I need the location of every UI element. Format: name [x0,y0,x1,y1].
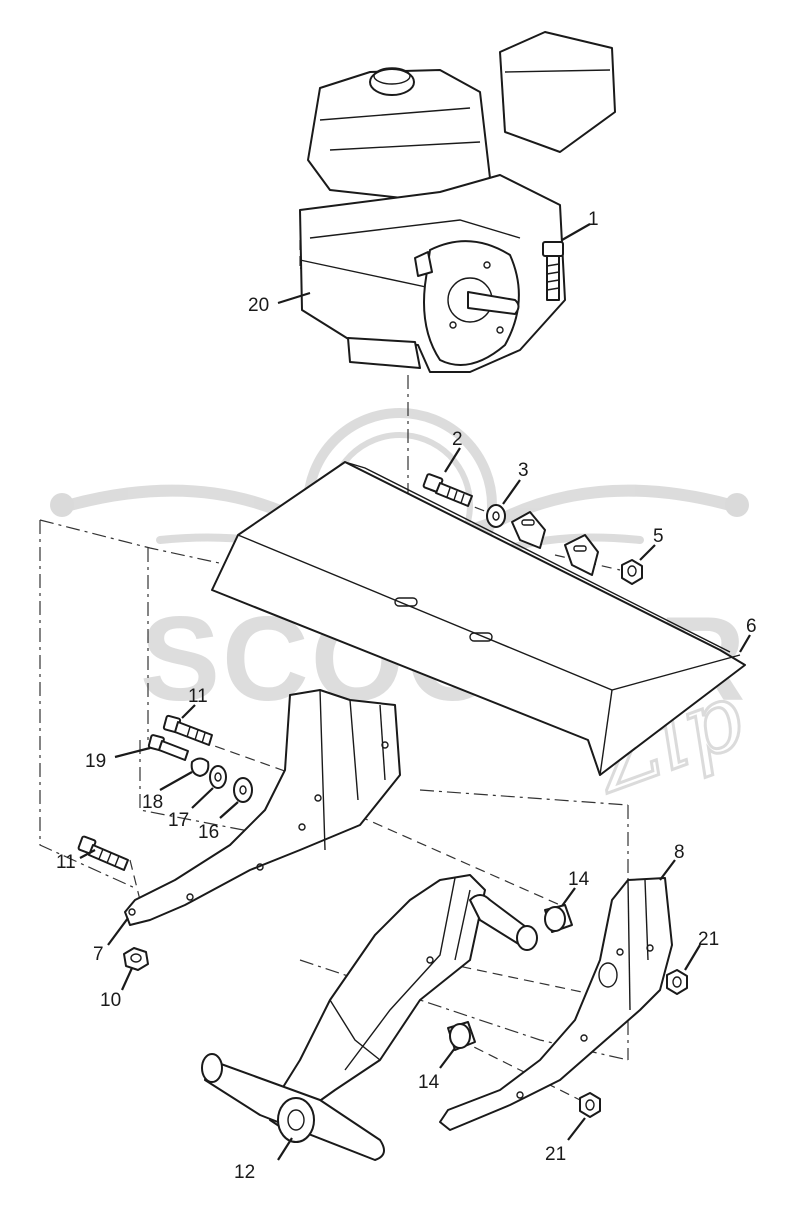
callout-20: 20 [248,295,269,316]
tine-shield [211,461,746,776]
callout-1: 1 [588,209,599,230]
left-support-arm [124,689,401,926]
callout-16: 16 [198,822,219,843]
bolt-2 [422,473,473,507]
leader-lines [79,223,751,1161]
callout-10: 10 [100,990,121,1011]
callout-21-upper: 21 [698,929,719,950]
callouts: 1 2 3 5 6 7 8 10 11 11 12 14 14 16 17 18… [56,209,757,1183]
washer-16 [233,777,253,803]
callout-6: 6 [746,616,757,637]
bolt-11-lower [77,835,129,871]
callout-21-lower: 21 [545,1144,566,1165]
callout-14-upper: 14 [568,869,590,890]
bolt-1 [542,241,564,301]
nut-21-lower [579,1092,601,1118]
bushing-14-upper [544,904,573,933]
callout-12: 12 [234,1162,255,1183]
callout-11-lower: 11 [56,852,76,873]
washer-17 [209,765,227,789]
right-support-arm [439,877,673,1131]
callout-3: 3 [518,460,529,481]
callout-7: 7 [93,944,104,965]
engine [299,31,616,373]
callout-14-lower: 14 [418,1072,440,1093]
nut-10 [123,947,149,971]
callout-8: 8 [674,842,685,863]
washer-3 [486,504,506,528]
nut-21-upper [666,969,688,995]
lock-washer-18 [190,757,210,777]
callout-17: 17 [168,810,189,831]
callout-18: 18 [142,792,163,813]
nut-5 [621,559,643,585]
bushing-14-lower [447,1021,476,1051]
gear-case [201,874,538,1161]
callout-19: 19 [85,751,106,772]
callout-11-upper: 11 [188,686,208,707]
bolt-11-upper [162,714,213,746]
callout-2: 2 [452,429,463,450]
bolt-19 [147,734,189,761]
callout-5: 5 [653,526,664,547]
